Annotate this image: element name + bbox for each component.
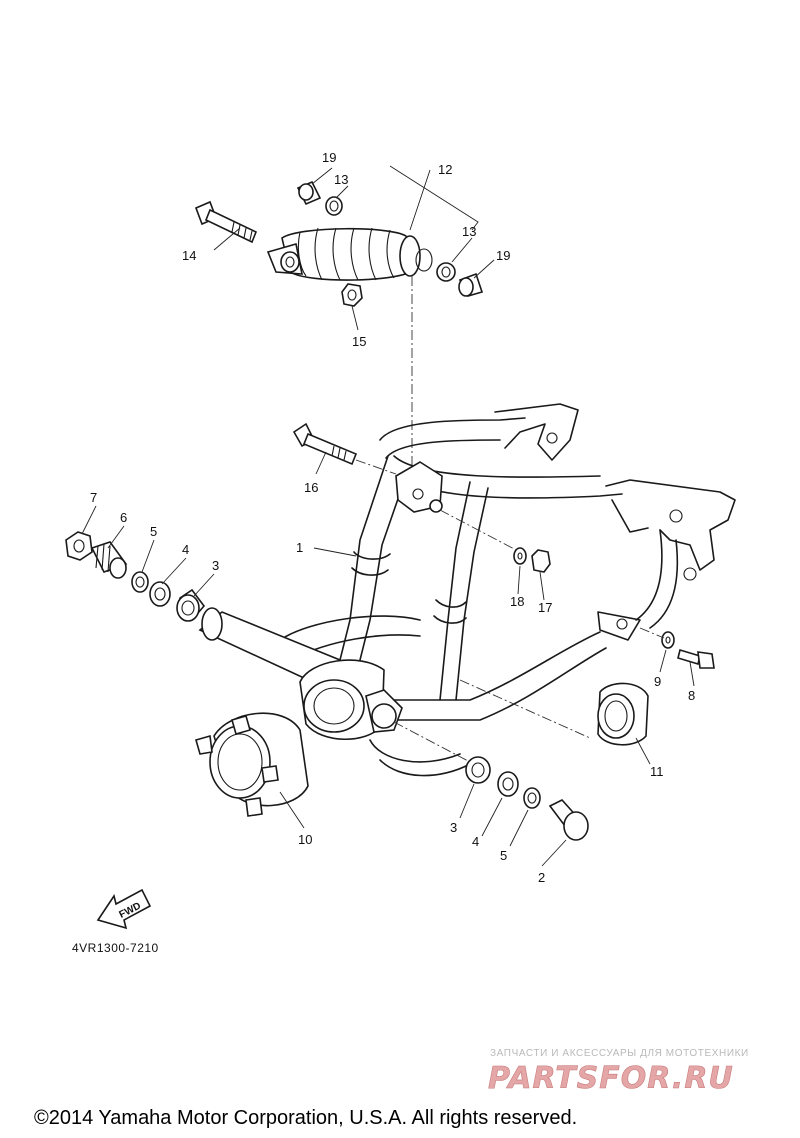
bush-11[interactable]	[597, 682, 649, 746]
collar-19-lower[interactable]	[458, 272, 484, 297]
nut-17[interactable]	[531, 549, 551, 573]
watermark-tagline: ЗАПЧАСТИ И АКСЕССУАРЫ ДЛЯ МОТОТЕХНИКИ	[490, 1048, 749, 1059]
part-label: 3	[450, 820, 457, 835]
cover-10[interactable]	[195, 712, 309, 817]
bolt-16[interactable]	[292, 422, 358, 466]
part-label: 12	[438, 162, 452, 177]
part-label: 5	[150, 524, 157, 539]
washer-9[interactable]	[661, 631, 675, 649]
oil-seal-4-right[interactable]	[497, 771, 519, 797]
part-label: 17	[538, 600, 552, 615]
pivot-shaft-6[interactable]	[90, 541, 128, 579]
part-label: 6	[120, 510, 127, 525]
bearing-3-left[interactable]	[176, 588, 206, 622]
part-label: 10	[298, 832, 312, 847]
part-label: 8	[688, 688, 695, 703]
part-label: 4	[472, 834, 479, 849]
oil-seal-13-lower[interactable]	[436, 262, 456, 282]
part-label: 4	[182, 542, 189, 557]
bolt-8[interactable]	[677, 648, 715, 669]
part-label: 13	[334, 172, 348, 187]
part-label: 7	[90, 490, 97, 505]
collar-19-upper[interactable]	[296, 180, 322, 206]
pivot-bolt-2[interactable]	[548, 799, 589, 841]
watermark-brand: PARTSFOR.RU	[488, 1061, 734, 1096]
oil-seal-4-left[interactable]	[149, 581, 171, 607]
spacer-5-right[interactable]	[523, 787, 541, 809]
diagram-code: 4VR1300-7210	[72, 941, 159, 955]
part-label: 1	[296, 540, 303, 555]
part-label: 5	[500, 848, 507, 863]
washer-18[interactable]	[513, 547, 527, 565]
spacer-5-left[interactable]	[131, 571, 149, 593]
part-label: 9	[654, 674, 661, 689]
part-label: 11	[650, 764, 664, 779]
part-label: 3	[212, 558, 219, 573]
oil-seal-13-upper[interactable]	[325, 196, 343, 216]
leader-lines	[81, 165, 695, 867]
nut-15[interactable]	[341, 283, 363, 307]
part-label: 19	[496, 248, 510, 263]
part-label: 18	[510, 594, 524, 609]
part-label: 13	[462, 224, 476, 239]
bolt-14[interactable]	[194, 200, 258, 244]
rear-shock-absorber[interactable]	[266, 227, 433, 281]
copyright-text: ©2014 Yamaha Motor Corporation, U.S.A. A…	[34, 1107, 577, 1129]
part-label: 16	[304, 480, 318, 495]
bearing-3-right[interactable]	[465, 756, 491, 784]
part-label: 14	[182, 248, 196, 263]
fwd-arrow-icon: FWD	[96, 888, 152, 930]
part-labels: 19 13 12 13 19 14 15 16 7 6 5 4 3 1 18 1…	[90, 150, 695, 885]
part-label: 15	[352, 334, 366, 349]
frame-1[interactable]	[198, 403, 736, 777]
part-label: 19	[322, 150, 336, 165]
nut-7[interactable]	[65, 531, 93, 561]
part-label: 2	[538, 870, 545, 885]
